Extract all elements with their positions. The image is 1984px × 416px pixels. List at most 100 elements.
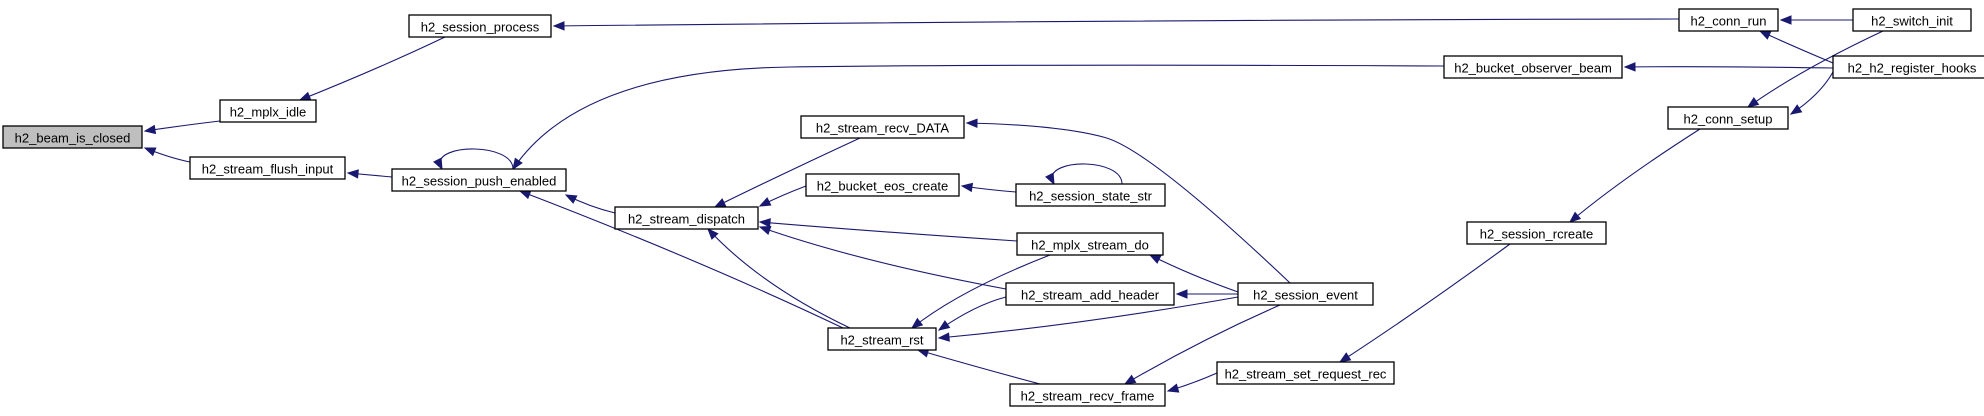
edge-arrowhead — [1123, 374, 1137, 385]
node-label: h2_stream_recv_frame — [1021, 389, 1155, 404]
edge-n6-to-n5 — [1779, 15, 1853, 25]
edge-arrowhead — [758, 225, 772, 235]
edge-arrowhead — [937, 320, 951, 331]
edge-n8-to-n9 — [1789, 71, 1834, 115]
edge-n14-to-n13 — [758, 218, 1018, 242]
edge-arrowhead — [937, 332, 950, 342]
edge-arrowhead — [1148, 254, 1162, 264]
edge-line — [1747, 30, 1884, 108]
node-h2-session-process[interactable]: h2_session_process — [408, 14, 552, 38]
node-h2-session-rcreate[interactable]: h2_session_rcreate — [1466, 221, 1607, 245]
node-h2-stream-flush-input[interactable]: h2_stream_flush_input — [189, 156, 346, 180]
edge-n4-to-n2 — [346, 169, 393, 179]
node-label: h2_bucket_observer_beam — [1454, 61, 1612, 76]
edge-line — [519, 190, 844, 329]
edge-arrowhead — [1779, 15, 1792, 25]
node-h2-session-state-str[interactable]: h2_session_state_str — [1015, 183, 1166, 207]
edge-line — [707, 228, 851, 329]
edge-n5-to-n3 — [552, 18, 1680, 31]
edge-n16-to-n18 — [937, 296, 1007, 331]
edge-n19-to-n20 — [1166, 372, 1218, 393]
edge-n12-self-loop — [1045, 163, 1123, 186]
node-label: h2_stream_flush_input — [202, 162, 334, 177]
edge-arrowhead — [713, 198, 727, 208]
node-label: h2_stream_rst — [840, 333, 923, 348]
node-box — [1016, 232, 1164, 256]
edge-line — [144, 120, 221, 132]
node-box — [189, 156, 346, 180]
edge-line — [938, 296, 1007, 331]
edge-n16-to-n13 — [758, 225, 1007, 290]
edge-arrowhead — [346, 169, 359, 179]
edge-arrowhead — [1166, 383, 1180, 393]
edge-n6-to-n9 — [1746, 30, 1884, 108]
edge-arrowhead — [960, 182, 974, 193]
node-box — [805, 173, 960, 197]
node-h2-mplx-stream-do[interactable]: h2_mplx_stream_do — [1016, 232, 1164, 256]
node-h2-stream-set-request-rec[interactable]: h2_stream_set_request_rec — [1216, 361, 1395, 385]
edge-n11-to-n13 — [758, 185, 807, 207]
node-box — [391, 168, 567, 192]
edge-n8-to-n5 — [1758, 30, 1834, 64]
edge-line — [759, 221, 1018, 242]
node-h2-switch-init[interactable]: h2_switch_init — [1852, 8, 1972, 32]
node-h2-conn-run[interactable]: h2_conn_run — [1678, 8, 1779, 32]
edge-n17-to-n20 — [1123, 304, 1281, 385]
edge-n10-to-n13 — [713, 137, 861, 208]
edge-line — [1759, 30, 1834, 64]
node-box — [1015, 183, 1166, 207]
node-label: h2_mplx_idle — [230, 105, 307, 120]
edge-line — [1339, 243, 1511, 363]
node-label: h2_stream_add_header — [1021, 288, 1160, 303]
node-h2-stream-rst[interactable]: h2_stream_rst — [827, 327, 937, 351]
edge-line — [714, 137, 861, 208]
edge-line — [759, 226, 1007, 290]
node-box — [1832, 55, 1984, 79]
edge-line — [1569, 128, 1701, 223]
node-label: h2_conn_run — [1691, 14, 1767, 29]
edge-arrowhead — [143, 124, 157, 135]
edge-line — [1051, 163, 1123, 185]
node-h2-mplx-idle[interactable]: h2_mplx_idle — [219, 99, 317, 123]
node-h2-bucket-eos-create[interactable]: h2_bucket_eos_create — [805, 173, 960, 197]
node-h2-session-event[interactable]: h2_session_event — [1237, 282, 1374, 306]
node-label: h2_h2_register_hooks — [1848, 61, 1977, 76]
node-h2-stream-recv-frame[interactable]: h2_stream_recv_frame — [1009, 383, 1166, 407]
node-h2-h2-register-hooks[interactable]: h2_h2_register_hooks — [1832, 55, 1984, 79]
node-label: h2_stream_set_request_rec — [1225, 367, 1387, 382]
edge-n12-to-n11 — [960, 182, 1017, 193]
edge-arrowhead — [1789, 104, 1803, 115]
node-h2-session-push-enabled[interactable]: h2_session_push_enabled — [391, 168, 567, 192]
edge-line — [938, 296, 1239, 339]
node-label: h2_switch_init — [1871, 14, 1953, 29]
edge-arrowhead — [1338, 352, 1352, 363]
node-h2-conn-setup[interactable]: h2_conn_setup — [1667, 106, 1789, 130]
node-box — [1667, 106, 1789, 130]
edge-n18-to-n13 — [707, 228, 851, 329]
edge-arrowhead — [1045, 172, 1055, 186]
edge-arrowhead — [143, 147, 157, 157]
node-box — [614, 206, 759, 230]
node-box — [1005, 282, 1175, 306]
edge-arrowhead — [965, 118, 978, 128]
edge-arrowhead — [298, 91, 312, 101]
node-label: h2_mplx_stream_do — [1031, 238, 1149, 253]
edge-line — [439, 148, 514, 170]
node-h2-stream-recv-DATA[interactable]: h2_stream_recv_DATA — [800, 115, 965, 139]
edge-line — [1124, 304, 1281, 385]
node-h2-bucket-observer-beam[interactable]: h2_bucket_observer_beam — [1443, 55, 1623, 79]
edge-line — [553, 18, 1680, 27]
node-h2-stream-dispatch[interactable]: h2_stream_dispatch — [614, 206, 759, 230]
node-h2-beam-is-closed: h2_beam_is_closed — [2, 125, 143, 149]
edge-n17-to-n16 — [1175, 289, 1239, 299]
edge-line — [1624, 66, 1834, 69]
edge-arrowhead — [1758, 30, 1772, 40]
edge-n4-self-loop — [433, 148, 514, 171]
node-label: h2_conn_setup — [1684, 112, 1773, 127]
node-box — [827, 327, 937, 351]
edge-n3-to-n1 — [298, 36, 446, 101]
edge-arrowhead — [1175, 289, 1188, 299]
node-box — [2, 125, 143, 149]
node-h2-stream-add-header[interactable]: h2_stream_add_header — [1005, 282, 1175, 306]
